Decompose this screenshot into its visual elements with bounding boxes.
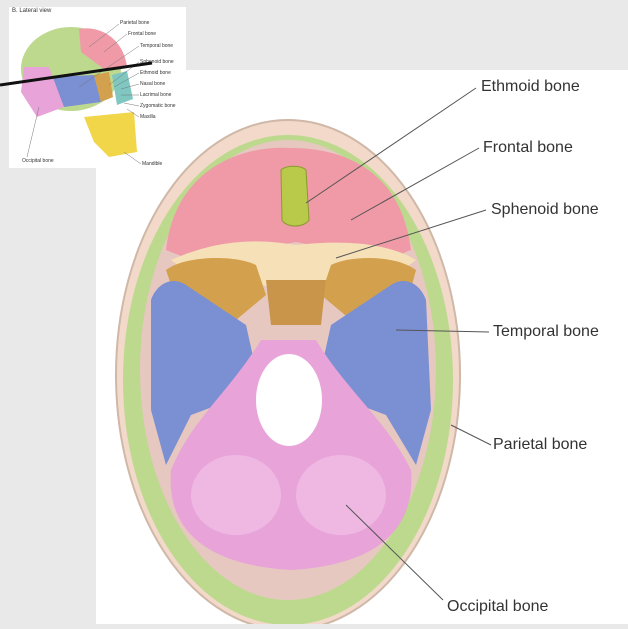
inset-label-occipital: Occipital bone [22,158,54,164]
lateral-view-inset: B. Lateral view Parietal bone Frontal bo… [9,7,186,168]
label-frontal-bone: Frontal bone [483,139,573,157]
inset-label-mandible: Mandible [142,161,162,167]
inset-maxilla-shape [112,71,133,105]
inset-label-parietal: Parietal bone [120,20,149,26]
inset-title: B. Lateral view [12,8,51,14]
lateral-skull-illustration [9,7,186,168]
ethmoid-bone-shape [281,166,309,226]
occipital-fossa-left [191,455,281,535]
sella-turcica [266,280,326,325]
label-sphenoid-bone: Sphenoid bone [491,201,599,219]
inset-leader-zygomatic [124,103,139,106]
foramen-magnum [256,354,322,446]
label-temporal-bone: Temporal bone [493,323,599,341]
occipital-fossa-right [296,455,386,535]
inset-label-lacrimal: Lacrimal bone [140,92,171,98]
inset-label-nasal: Nasal bone [140,81,165,87]
label-ethmoid-bone: Ethmoid bone [481,78,580,96]
label-occipital-bone: Occipital bone [447,598,548,616]
inset-label-frontal: Frontal bone [128,31,156,37]
inset-mandible-shape [84,112,137,157]
inset-label-zygomatic: Zygomatic bone [140,103,176,109]
inset-label-temporal: Temporal bone [140,43,173,49]
inset-leader-occipital [27,107,39,157]
inset-leader-mandible [124,152,141,164]
parietal-leader-line [451,425,491,445]
inset-label-sphenoid: Sphenoid bone [140,59,174,65]
label-parietal-bone: Parietal bone [493,436,587,454]
inset-label-maxilla: Maxilla [140,114,156,120]
inset-label-ethmoid: Ethmoid bone [140,70,171,76]
